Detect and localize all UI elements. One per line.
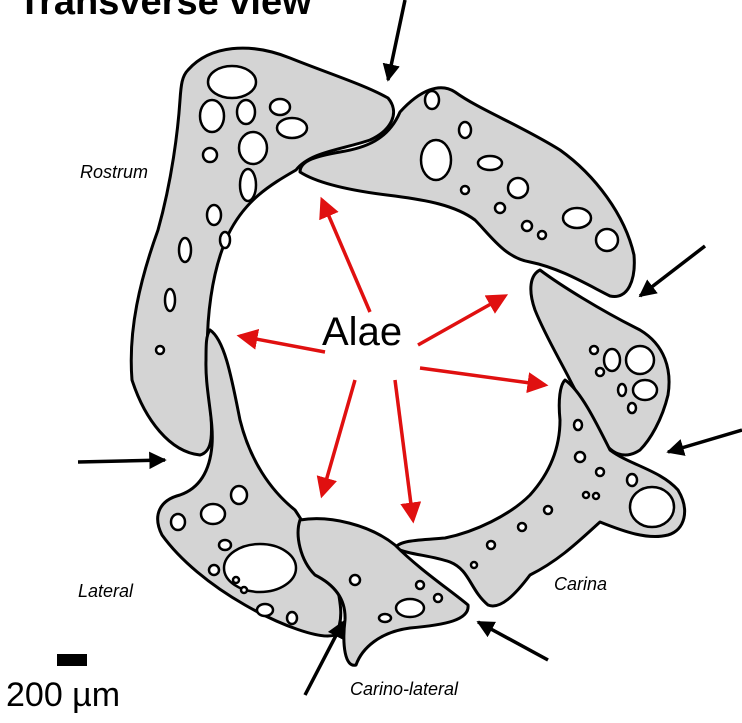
red-arrow-icon: [418, 296, 505, 345]
carino-lateral-label: Carino-lateral: [350, 679, 459, 699]
alae-arrows: [240, 200, 545, 520]
plate-rostrum: [131, 48, 393, 455]
figure-title: Transverse view: [18, 0, 312, 23]
red-arrow-icon: [420, 368, 545, 385]
rostrum-label: Rostrum: [80, 162, 148, 182]
red-arrow-icon: [322, 380, 355, 495]
red-arrow-icon: [240, 336, 325, 352]
lateral-label: Lateral: [78, 581, 134, 601]
black-arrow-icon: [78, 460, 165, 462]
black-arrow-icon: [668, 430, 742, 452]
scale-bar-label: 200 µm: [6, 676, 120, 714]
black-arrow-icon: [478, 622, 548, 660]
red-arrow-icon: [395, 380, 413, 520]
scale-bar: [57, 654, 87, 666]
red-arrow-icon: [322, 200, 370, 312]
black-arrow-icon: [640, 246, 705, 296]
black-arrow-icon: [388, 0, 405, 80]
alae-label: Alae: [322, 310, 402, 354]
carina-label: Carina: [554, 574, 607, 594]
